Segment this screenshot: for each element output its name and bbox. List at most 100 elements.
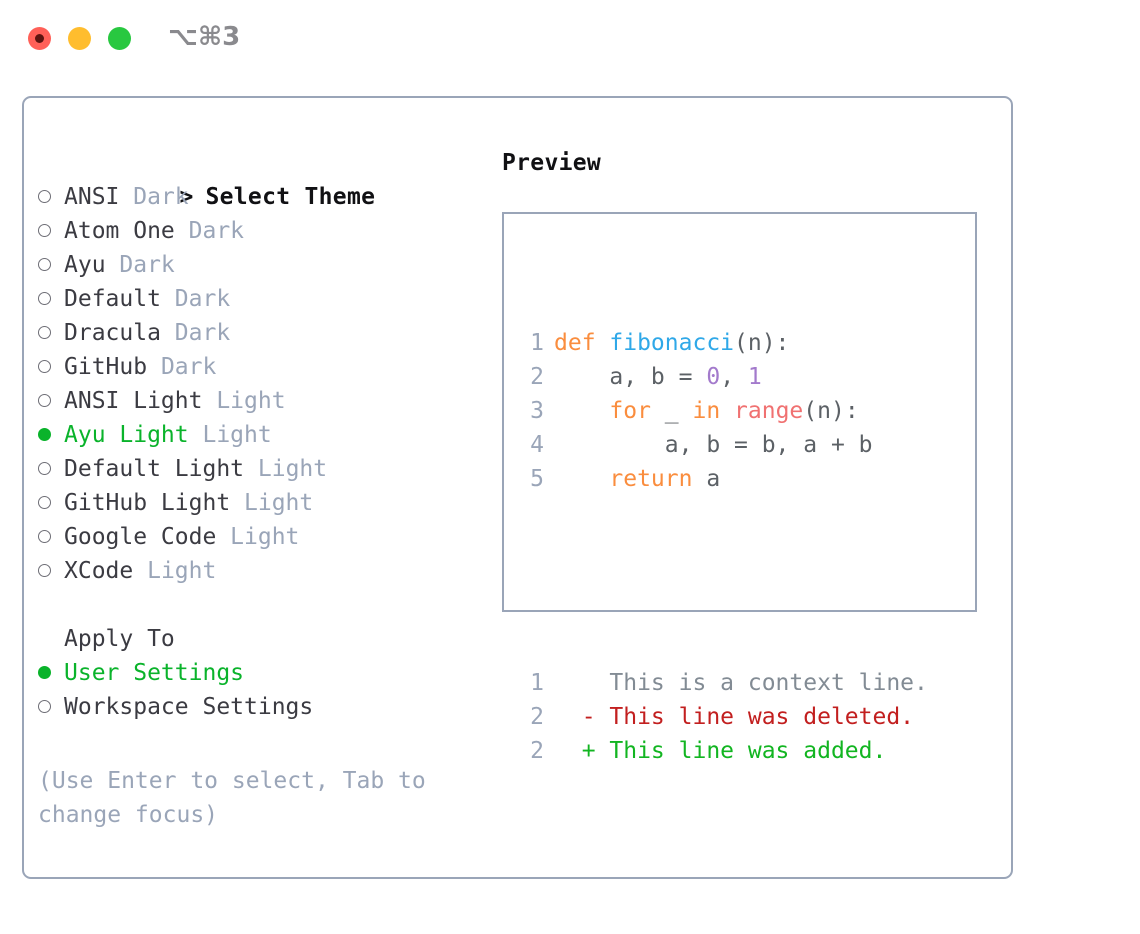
diff-line-add: 2 + This line was added.: [518, 734, 928, 768]
theme-kind-badge: Light: [202, 422, 272, 448]
diff-sign: +: [554, 738, 596, 764]
radio-empty-icon: [38, 292, 51, 305]
code-token: fibonacci: [609, 330, 735, 356]
line-number: 2: [530, 738, 544, 764]
theme-name: Default: [64, 286, 175, 312]
code-token: [554, 398, 609, 424]
code-line: 2 a, b = 0, 1: [518, 360, 928, 394]
radio-empty-icon: [38, 564, 51, 577]
radio-selected-icon: [38, 666, 51, 679]
theme-row-xcode[interactable]: XCode Light: [38, 554, 488, 588]
theme-name: GitHub Light: [64, 490, 245, 516]
diff-text: This line was deleted.: [595, 704, 915, 730]
theme-row-dracula[interactable]: Dracula Dark: [38, 316, 488, 350]
apply-to-title: Apply To: [64, 626, 175, 652]
theme-name: Ayu Light: [64, 422, 203, 448]
line-number: 1: [530, 330, 544, 356]
code-token: 0: [706, 364, 721, 390]
diff-lines: 1 This is a context line.2 - This line w…: [518, 666, 928, 768]
theme-row-default[interactable]: Default Dark: [38, 282, 488, 316]
line-number: 2: [530, 704, 544, 730]
theme-name: Ayu: [64, 252, 120, 278]
theme-kind-badge: Light: [216, 388, 286, 414]
apply-to-option-workspace-settings[interactable]: Workspace Settings: [38, 690, 488, 724]
page-title: Select Theme: [205, 184, 376, 210]
code-token: in: [692, 398, 721, 424]
theme-kind-badge: Dark: [133, 184, 189, 210]
radio-empty-icon: [38, 496, 51, 509]
code-token: [554, 466, 609, 492]
apply-to-option-user-settings[interactable]: User Settings: [38, 656, 488, 690]
caret-icon: >: [179, 184, 194, 210]
theme-kind-badge: Light: [230, 524, 300, 550]
diff-line-ctx: 1 This is a context line.: [518, 666, 928, 700]
radio-empty-icon: [38, 190, 51, 203]
radio-empty-icon: [38, 258, 51, 271]
theme-row-github[interactable]: GitHub Dark: [38, 350, 488, 384]
radio-empty-icon: [38, 360, 51, 373]
diff-text: This is a context line.: [595, 670, 928, 696]
code-token: a, b =: [554, 364, 707, 390]
radio-empty-icon: [38, 530, 51, 543]
theme-name: ANSI Light: [64, 388, 217, 414]
theme-row-google-code[interactable]: Google Code Light: [38, 520, 488, 554]
line-number: 4: [530, 432, 544, 458]
keyboard-hint-text: (Use Enter to select, Tab to change focu…: [38, 768, 426, 828]
theme-row-ansi-light[interactable]: ANSI Light Light: [38, 384, 488, 418]
code-token: a, b = b, a + b: [554, 432, 873, 458]
code-token: _: [650, 398, 693, 424]
code-line: 3 for _ in range(n):: [518, 394, 928, 428]
theme-kind-badge: Light: [257, 456, 328, 482]
theme-row-atom-one[interactable]: Atom One Dark: [38, 214, 488, 248]
diff-sign: [554, 670, 596, 696]
code-token: for: [609, 398, 651, 424]
close-button-icon[interactable]: [28, 27, 51, 50]
code-token: (n):: [734, 330, 790, 356]
code-gap: [518, 564, 928, 598]
theme-row-github-light[interactable]: GitHub Light Light: [38, 486, 488, 520]
theme-row-ansi[interactable]: ANSI Dark: [38, 180, 488, 214]
theme-name: GitHub: [64, 354, 161, 380]
theme-name: XCode: [64, 558, 148, 584]
zoom-button-icon[interactable]: [108, 27, 131, 50]
line-number: 1: [530, 670, 544, 696]
theme-kind-badge: Light: [147, 558, 217, 584]
apply-to-label: Workspace Settings: [64, 694, 314, 720]
radio-selected-icon: [38, 428, 51, 441]
theme-name: ANSI: [64, 184, 134, 210]
theme-row-ayu[interactable]: Ayu Dark: [38, 248, 488, 282]
keyboard-shortcut-label: ⌥⌘3: [168, 22, 241, 52]
code-token: [720, 398, 734, 424]
diff-line-del: 2 - This line was deleted.: [518, 700, 928, 734]
title-bar: ⌥⌘3: [0, 0, 1140, 78]
theme-row-ayu-light[interactable]: Ayu Light Light: [38, 418, 488, 452]
code-line: 1 def fibonacci(n):: [518, 326, 928, 360]
theme-kind-badge: Dark: [174, 320, 231, 346]
minimize-button-icon[interactable]: [68, 27, 91, 50]
code-token: ,: [720, 364, 748, 390]
line-number: 2: [530, 364, 544, 390]
code-token: def: [554, 330, 610, 356]
theme-kind-badge: Light: [244, 490, 314, 516]
theme-name: Google Code: [64, 524, 231, 550]
code-token: range: [734, 398, 804, 424]
diff-sign: -: [554, 704, 596, 730]
code-line: 5 return a: [518, 462, 928, 496]
code-token: (n):: [803, 398, 859, 424]
theme-kind-badge: Dark: [188, 218, 245, 244]
theme-name: Atom One: [64, 218, 189, 244]
select-theme-header: > Select Theme: [38, 146, 488, 210]
code-token: 1: [747, 364, 762, 390]
hint-spacer: [38, 724, 488, 758]
theme-row-default-light[interactable]: Default Light Light: [38, 452, 488, 486]
radio-empty-icon: [38, 462, 51, 475]
